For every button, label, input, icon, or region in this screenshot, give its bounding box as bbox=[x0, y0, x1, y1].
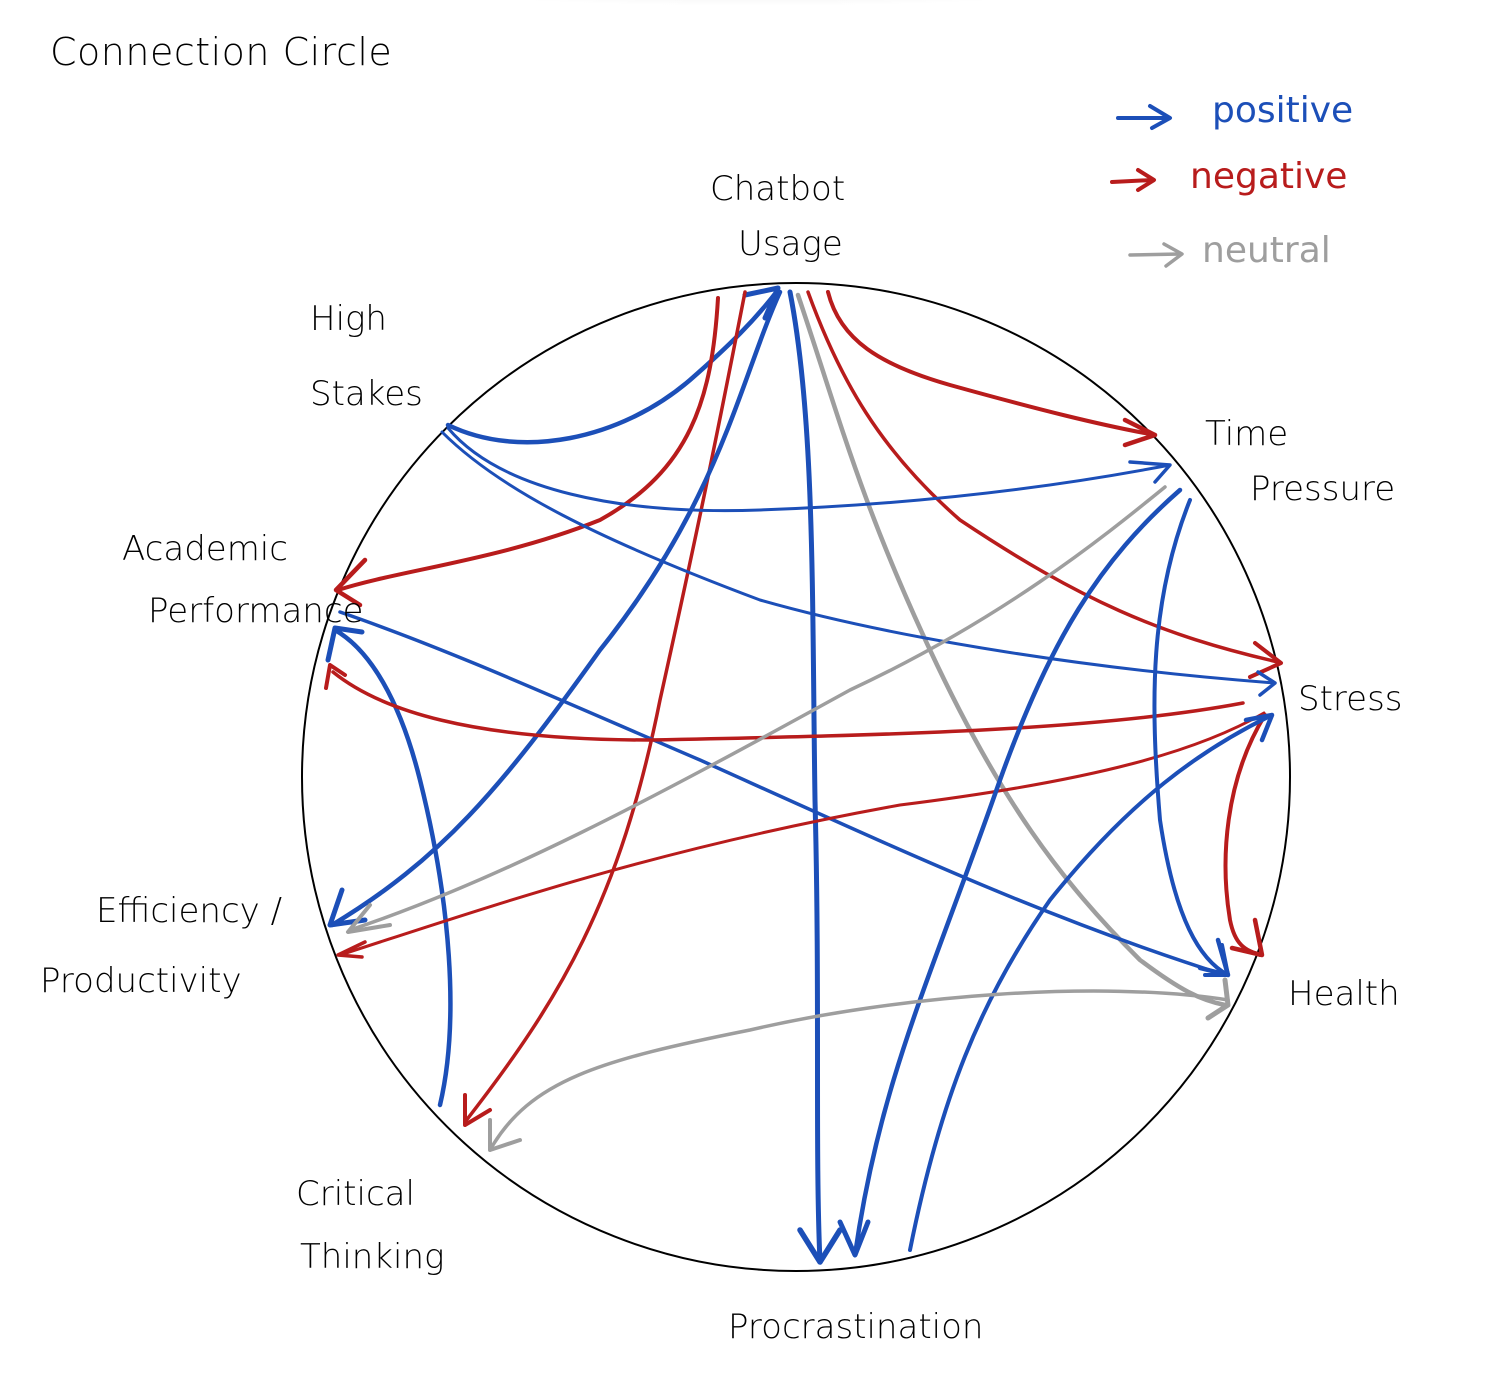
legend-negative-arrowhead-icon bbox=[1136, 168, 1156, 192]
edge-chatbot-to-efficiency bbox=[327, 289, 783, 928]
arrowhead-icon bbox=[336, 940, 367, 959]
node-critical-label-line2: Thinking bbox=[300, 1237, 444, 1277]
node-chatbot-label-line1: Chatbot bbox=[710, 169, 845, 209]
edges bbox=[324, 285, 1283, 1265]
edge-line bbox=[852, 487, 1183, 1258]
edge-stress-to-health bbox=[1223, 713, 1267, 958]
edge-stakes-to-time bbox=[446, 426, 1172, 513]
edge-line bbox=[440, 430, 1277, 685]
legend-neutral: neutral bbox=[1128, 230, 1331, 271]
diagram-title: Connection Circle bbox=[50, 30, 392, 74]
edge-line bbox=[331, 670, 1245, 742]
edge-line bbox=[1223, 713, 1267, 957]
node-time-label-line2: Pressure bbox=[1250, 469, 1395, 509]
edge-chatbot-to-academic bbox=[333, 296, 720, 608]
edge-line bbox=[332, 627, 453, 1108]
node-chatbot-label-line2: Usage bbox=[738, 224, 843, 264]
edge-line bbox=[806, 290, 1280, 664]
edge-time-to-efficiency bbox=[346, 485, 1167, 934]
edge-procrastination-to-stress bbox=[908, 712, 1275, 1252]
legend-positive-label: positive bbox=[1212, 90, 1353, 131]
edge-stakes-to-chatbot bbox=[445, 285, 781, 445]
edge-chatbot-to-critical bbox=[463, 290, 747, 1127]
arrowhead-icon bbox=[1128, 460, 1172, 484]
node-time-label-line1: Time bbox=[1205, 414, 1288, 454]
legend-neutral-label: neutral bbox=[1202, 230, 1331, 271]
arrowhead-icon bbox=[488, 1118, 522, 1152]
node-efficiency-label-line2: Productivity bbox=[40, 961, 242, 1001]
arrowhead-icon bbox=[742, 285, 781, 321]
edge-line bbox=[445, 287, 781, 445]
edge-line bbox=[348, 485, 1167, 932]
edge-line bbox=[329, 289, 783, 928]
legend-negative-arrow-icon bbox=[1110, 178, 1154, 184]
legend-negative-label: negative bbox=[1190, 156, 1347, 197]
node-procrastination-label: Procrastination bbox=[728, 1307, 983, 1347]
edge-line bbox=[338, 610, 1227, 977]
legend: positive negative neutral bbox=[1110, 90, 1353, 271]
edge-line bbox=[787, 289, 823, 1265]
edge-stakes-to-stress bbox=[440, 430, 1277, 697]
arrowhead-icon bbox=[1243, 712, 1275, 743]
edge-health-to-critical bbox=[488, 989, 1230, 1152]
edge-line bbox=[795, 292, 1228, 1008]
edge-line bbox=[1152, 498, 1230, 977]
node-stakes-label-line2: Stakes bbox=[310, 374, 423, 414]
arrowhead-icon bbox=[797, 1227, 843, 1265]
arrowhead-icon bbox=[346, 903, 392, 934]
edge-line bbox=[338, 711, 1266, 957]
legend-neutral-arrow-icon bbox=[1128, 252, 1182, 257]
node-stress-label: Stress bbox=[1298, 679, 1403, 719]
top-edge-shadow bbox=[420, 0, 1100, 6]
edge-line bbox=[446, 426, 1172, 513]
arrowhead-icon bbox=[333, 557, 368, 608]
legend-neutral-arrowhead-icon bbox=[1162, 242, 1184, 268]
edge-stress-to-academic bbox=[324, 663, 1245, 742]
arrowhead-icon bbox=[1122, 417, 1158, 448]
arrowhead-icon bbox=[324, 663, 347, 690]
edge-line bbox=[826, 290, 1157, 437]
node-efficiency-label-line1: Efficiency / bbox=[96, 891, 282, 931]
legend-positive-arrowhead-icon bbox=[1148, 104, 1172, 130]
legend-positive: positive bbox=[1116, 90, 1353, 131]
node-health-label: Health bbox=[1288, 974, 1400, 1014]
arrowhead-icon bbox=[1205, 977, 1231, 1021]
arrowhead-icon bbox=[327, 887, 368, 928]
edge-time-to-health bbox=[1152, 498, 1231, 978]
arrowhead-icon bbox=[837, 1219, 871, 1258]
arrowhead-icon bbox=[1229, 917, 1265, 958]
edge-chatbot-to-procrastination bbox=[787, 289, 843, 1265]
edge-academic-to-health bbox=[338, 610, 1230, 977]
node-academic-label-line2: Performance bbox=[148, 591, 363, 631]
arrowhead-icon bbox=[463, 1093, 492, 1127]
edge-line bbox=[488, 989, 1230, 1152]
node-labels: Chatbot Usage Time Pressure Stress Healt… bbox=[40, 169, 1403, 1347]
node-academic-label-line1: Academic bbox=[122, 529, 288, 569]
arrowhead-icon bbox=[325, 625, 365, 663]
edge-chatbot-to-health bbox=[795, 292, 1231, 1021]
node-critical-label-line1: Critical bbox=[296, 1174, 415, 1214]
legend-negative: negative bbox=[1110, 156, 1347, 197]
edge-time-to-procrastination bbox=[837, 487, 1183, 1258]
edge-critical-to-academic bbox=[325, 625, 453, 1108]
edge-chatbot-to-time bbox=[826, 290, 1158, 448]
edge-line bbox=[336, 296, 720, 592]
edge-line bbox=[908, 713, 1274, 1252]
node-stakes-label-line1: High bbox=[310, 299, 387, 339]
arrowhead-icon bbox=[1256, 670, 1277, 697]
connection-circle bbox=[301, 282, 1291, 1272]
edge-line bbox=[463, 290, 747, 1124]
arrowhead-icon bbox=[1197, 937, 1231, 978]
edge-stress-to-efficiency bbox=[336, 711, 1266, 959]
